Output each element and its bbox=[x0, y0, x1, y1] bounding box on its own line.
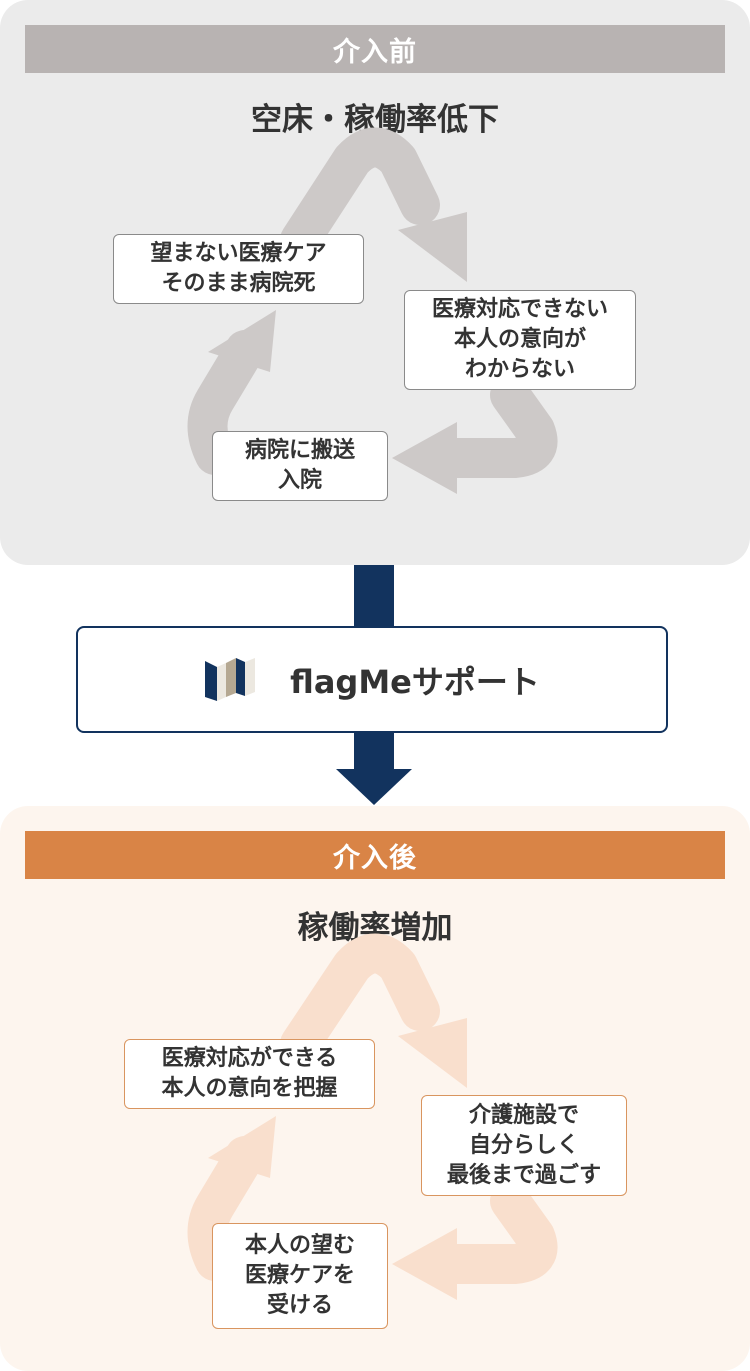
connector-line bbox=[354, 565, 394, 627]
after-header: 介入後 bbox=[25, 831, 725, 879]
before-arrow-top bbox=[280, 127, 440, 260]
after-step-3: 本人の望む 医療ケアを 受ける bbox=[212, 1223, 388, 1329]
support-label: flagMeサポート bbox=[290, 662, 540, 701]
before-arrowhead-left bbox=[208, 310, 276, 372]
before-arrow-right bbox=[430, 375, 558, 478]
before-panel: 介入前 空床・稼働率低下 望まない医療ケア そのまま病院死 医療対応できない 本… bbox=[0, 0, 750, 565]
after-arrowhead-right bbox=[392, 1228, 457, 1300]
before-step-2: 医療対応できない 本人の意向が わからない bbox=[404, 290, 636, 390]
after-arrow-top bbox=[280, 933, 440, 1064]
connector-arrow bbox=[336, 731, 412, 805]
before-header: 介入前 bbox=[25, 25, 725, 73]
before-arrowhead-top bbox=[398, 212, 467, 282]
after-arrowhead-left bbox=[208, 1116, 276, 1178]
before-step-1: 望まない医療ケア そのまま病院死 bbox=[113, 234, 364, 304]
before-arrowhead-right bbox=[392, 422, 457, 494]
flagme-logo-icon bbox=[205, 657, 256, 701]
after-arrow-right bbox=[430, 1181, 558, 1284]
before-step-3: 病院に搬送 入院 bbox=[212, 431, 388, 501]
after-step-2: 介護施設で 自分らしく 最後まで過ごす bbox=[421, 1095, 627, 1196]
after-panel: 介入後 稼働率増加 医療対応ができる 本人の意向を把握 介護施設で 自分らしく … bbox=[0, 806, 750, 1371]
after-step-1: 医療対応ができる 本人の意向を把握 bbox=[124, 1039, 375, 1109]
after-arrowhead-top bbox=[398, 1018, 467, 1088]
support-box: flagMeサポート bbox=[76, 626, 668, 733]
